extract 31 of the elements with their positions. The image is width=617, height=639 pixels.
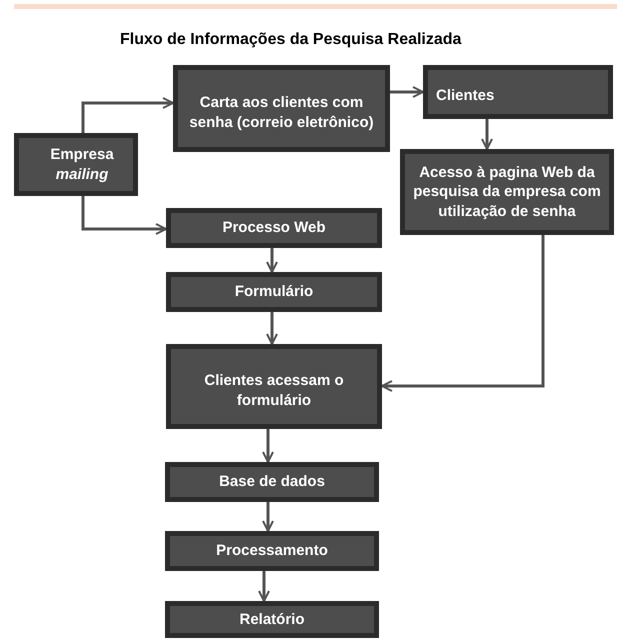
process-box bbox=[400, 149, 614, 235]
process-box bbox=[14, 133, 138, 196]
box-label: Clientes bbox=[436, 86, 494, 106]
process-box bbox=[423, 65, 613, 119]
arrow bbox=[82, 196, 167, 235]
arrow bbox=[82, 97, 174, 133]
process-box bbox=[165, 462, 379, 502]
box-label: Carta aos clientes com senha (correio eletrônico) bbox=[188, 93, 375, 132]
box-label: Formulário bbox=[234, 282, 314, 302]
process-box bbox=[166, 344, 382, 429]
box-label: Base de dados bbox=[219, 472, 325, 492]
box-label: Processo Web bbox=[222, 218, 326, 238]
process-box bbox=[166, 272, 382, 312]
arrow bbox=[381, 235, 544, 392]
arrow bbox=[258, 571, 270, 602]
arrow bbox=[262, 429, 274, 463]
arrow bbox=[266, 248, 278, 273]
process-box bbox=[166, 208, 382, 248]
box-label: Relatório bbox=[239, 610, 304, 630]
process-box bbox=[165, 531, 379, 571]
arrow bbox=[266, 312, 278, 345]
box-label: Empresa mailing bbox=[49, 145, 115, 184]
process-box bbox=[165, 601, 379, 638]
diagram-title: Fluxo de Informações da Pesquisa Realizada bbox=[120, 30, 462, 50]
arrow bbox=[390, 86, 424, 98]
box-label: Acesso à pagina Web da pesquisa da empresa com utilização de senha bbox=[413, 162, 601, 222]
arrow bbox=[481, 119, 493, 150]
box-label: Processamento bbox=[216, 541, 328, 561]
process-box bbox=[173, 65, 390, 152]
box-label: Clientes acessam o formulário bbox=[203, 371, 345, 410]
arrow bbox=[262, 502, 274, 532]
